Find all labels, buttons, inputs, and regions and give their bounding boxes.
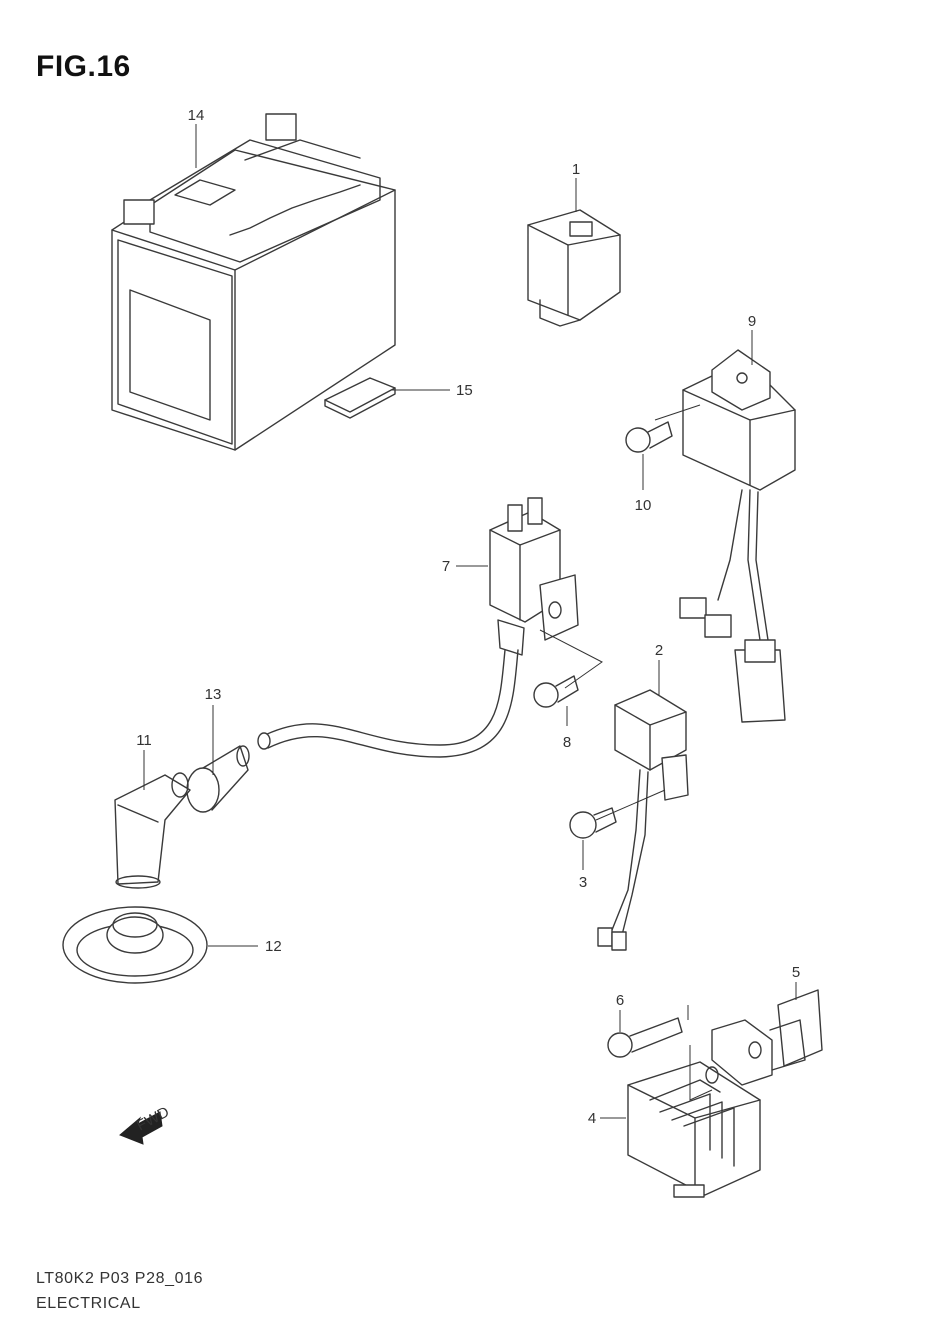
high-tension-lead bbox=[264, 649, 506, 746]
screw-10-part[interactable] bbox=[625, 421, 673, 453]
callout-4: 4 bbox=[588, 1110, 596, 1127]
figure-title: FIG.16 bbox=[36, 50, 131, 83]
callout-5: 5 bbox=[792, 964, 800, 981]
diagram-code: LT80K2 P03 P28_016 bbox=[36, 1270, 204, 1287]
bolt-6-part[interactable] bbox=[607, 1017, 683, 1058]
callout-2: 2 bbox=[655, 642, 663, 659]
regulator-part[interactable] bbox=[627, 1061, 761, 1198]
cdi-unit-part[interactable] bbox=[679, 349, 796, 723]
callout-11: 11 bbox=[136, 732, 152, 749]
grommet-part[interactable] bbox=[62, 906, 208, 984]
callout-7: 7 bbox=[442, 558, 450, 575]
callout-10: 10 bbox=[635, 497, 652, 514]
ignition-coil-part[interactable] bbox=[489, 497, 579, 656]
callout-1: 1 bbox=[572, 161, 580, 178]
callout-8: 8 bbox=[563, 734, 571, 751]
resistor-part[interactable] bbox=[597, 689, 689, 951]
callout-15: 15 bbox=[456, 382, 473, 399]
callout-3: 3 bbox=[579, 874, 587, 891]
battery-pad-part[interactable] bbox=[324, 377, 396, 419]
battery-part[interactable] bbox=[111, 113, 396, 451]
leader-8b bbox=[539, 629, 603, 689]
section-name: ELECTRICAL bbox=[36, 1295, 141, 1312]
screw-8-part[interactable] bbox=[533, 675, 579, 708]
screw-3-part[interactable] bbox=[569, 807, 617, 839]
callout-6: 6 bbox=[616, 992, 624, 1009]
forward-direction-arrow-icon: FWD bbox=[119, 1103, 172, 1145]
callout-12: 12 bbox=[265, 938, 282, 955]
leader-10b bbox=[654, 404, 701, 421]
relay-part[interactable] bbox=[527, 209, 621, 327]
callout-9: 9 bbox=[748, 313, 756, 330]
high-tension-lead-inner bbox=[267, 649, 519, 758]
callout-13: 13 bbox=[205, 686, 222, 703]
leader-3b bbox=[595, 789, 666, 821]
leader-6b bbox=[687, 1005, 713, 1101]
plug-cap-seal-part[interactable] bbox=[186, 745, 250, 813]
spark-plug-cap-part[interactable] bbox=[114, 772, 191, 889]
bracket-part[interactable] bbox=[711, 989, 823, 1086]
callout-14: 14 bbox=[188, 107, 205, 124]
